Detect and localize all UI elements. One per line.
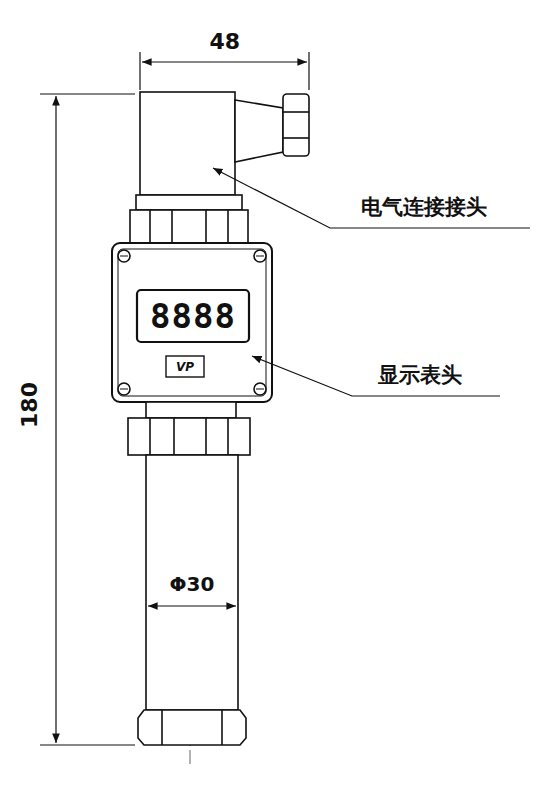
connector-head bbox=[140, 92, 235, 195]
extension-line bbox=[139, 52, 140, 90]
extension-line bbox=[308, 52, 309, 90]
dimension-line bbox=[55, 96, 56, 743]
dimension-text: Φ30 bbox=[170, 574, 215, 594]
neck bbox=[146, 402, 236, 418]
extension-line bbox=[40, 744, 135, 745]
housing-inner-edge bbox=[118, 249, 266, 396]
collar-ring bbox=[136, 195, 242, 210]
callout-label: 电气连接接头 bbox=[361, 197, 487, 218]
leader-line bbox=[213, 168, 530, 228]
sensor-tube bbox=[146, 455, 238, 710]
dimension-text: 180 bbox=[19, 382, 41, 428]
callout-label: 显示表头 bbox=[378, 365, 462, 386]
display-housing bbox=[112, 243, 272, 402]
leader-line bbox=[252, 356, 500, 396]
dimension-text: 48 bbox=[210, 31, 241, 53]
housing-screws bbox=[118, 250, 266, 395]
badge-frame bbox=[166, 356, 204, 377]
display-window bbox=[137, 290, 249, 342]
lower-hex bbox=[128, 418, 250, 455]
cable-gland bbox=[235, 100, 283, 162]
badge-text: VP bbox=[176, 361, 194, 373]
display-digits: 8888 bbox=[150, 299, 236, 333]
dimension-line bbox=[148, 605, 236, 606]
upper-hex bbox=[130, 210, 248, 244]
extension-line bbox=[40, 93, 135, 94]
bottom-hex bbox=[138, 710, 246, 745]
dimension-line bbox=[142, 61, 307, 62]
gland-nut bbox=[283, 94, 309, 156]
